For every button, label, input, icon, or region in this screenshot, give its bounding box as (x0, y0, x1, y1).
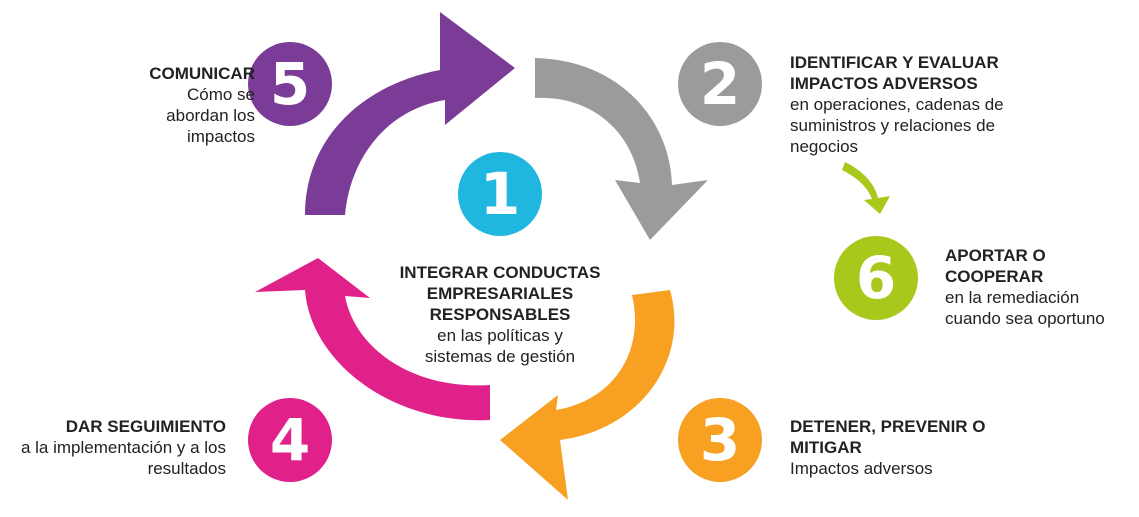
step4-text: DAR SEGUIMIENTO a la implementación y a … (0, 416, 226, 479)
cycle-arrows (255, 12, 890, 500)
step6-title: APORTAR O COOPERAR (945, 246, 1046, 286)
step5-title: COMUNICAR (149, 64, 255, 83)
badge-number-6: 6 (856, 244, 896, 312)
arrow-step2 (535, 58, 708, 240)
step4-body: a la implementación y a los resultados (20, 438, 226, 478)
step6-text: APORTAR O COOPERAR en la remediación cua… (945, 245, 1135, 329)
badge-step1 (458, 152, 542, 236)
arrow-step4 (255, 258, 490, 421)
step1-title: INTEGRAR CONDUCTAS EMPRESARIALES RESPONS… (399, 263, 601, 324)
step1-body: en las políticas y sistemas de gestión (424, 326, 576, 366)
badge-number-3: 3 (700, 406, 740, 474)
badge-number-2: 2 (700, 50, 740, 118)
badge-step3 (678, 398, 762, 482)
step1-text: INTEGRAR CONDUCTAS EMPRESARIALES RESPONS… (380, 262, 620, 367)
badge-number-4: 4 (270, 406, 310, 474)
step2-body: en operaciones, cadenas de suministros y… (790, 95, 1004, 156)
step5-text: COMUNICAR Cómo se abordan los impactos (30, 63, 255, 147)
step3-body: Impactos adversos (790, 459, 933, 478)
badge-step2 (678, 42, 762, 126)
step5-body: Cómo se abordan los impactos (166, 85, 255, 146)
badge-step4 (248, 398, 332, 482)
step3-title: DETENER, PREVENIR O MITIGAR (790, 417, 986, 457)
badge-step5 (248, 42, 332, 126)
step2-title: IDENTIFICAR Y EVALUAR IMPACTOS ADVERSOS (790, 53, 999, 93)
badge-number-1: 1 (480, 160, 520, 228)
arrow-step5 (305, 12, 515, 215)
step2-text: IDENTIFICAR Y EVALUAR IMPACTOS ADVERSOS … (790, 52, 1070, 157)
step6-body: en la remediación cuando sea oportuno (945, 288, 1105, 328)
arrow-step3 (500, 290, 675, 500)
step4-title: DAR SEGUIMIENTO (65, 417, 226, 436)
step3-text: DETENER, PREVENIR O MITIGAR Impactos adv… (790, 416, 1020, 479)
arrow-to-step6 (842, 162, 890, 214)
badge-step6 (834, 236, 918, 320)
badge-number-5: 5 (270, 50, 310, 118)
step-badges: 1 2 3 4 5 6 (248, 42, 918, 482)
